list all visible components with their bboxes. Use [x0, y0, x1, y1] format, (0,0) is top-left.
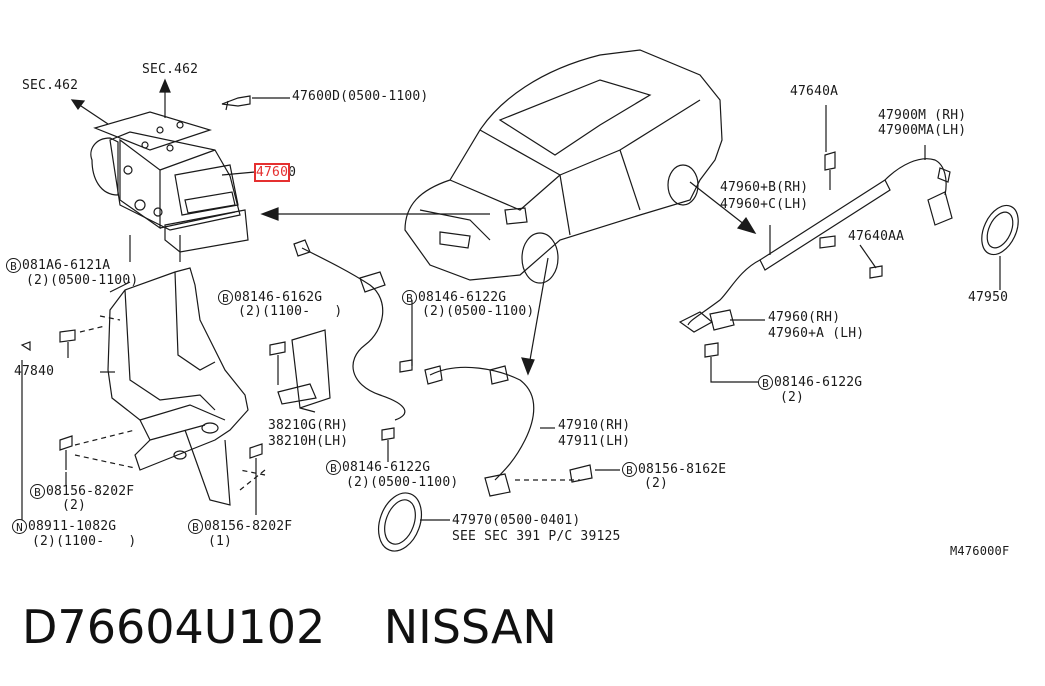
nut-08911-qty: (2)(1100- ) [32, 534, 137, 549]
b-marker-icon: B [758, 375, 773, 390]
part-38210g-label: 38210G(RH) [268, 418, 349, 433]
b-marker-icon: B [622, 462, 637, 477]
bolt-081a6-qty: (2)(0500-1100) [26, 273, 139, 288]
bolt-08146-6122g-b-code: 08146-6122G [342, 460, 431, 475]
sec462-top-label: SEC.462 [142, 62, 199, 77]
see-sec-label: SEE SEC 391 P/C 39125 [452, 529, 621, 544]
part-47600-highlight[interactable]: 4760 [253, 163, 291, 182]
parts-diagram [20, 49, 1019, 552]
part-47911-label: 47911(LH) [558, 434, 631, 449]
footer-part-info: D76604U102 NISSAN [22, 600, 557, 654]
part-47960-label: 47960(RH) [768, 310, 841, 325]
bolt-08146-6122g-c-code: 08146-6122G [774, 375, 863, 390]
bolt-08146-6122g-c-qty: (2) [780, 390, 805, 405]
n-marker-icon: N [12, 519, 27, 534]
bolt-08146-6122g-a-qty: (2)(0500-1100) [422, 304, 535, 319]
part-47600-label: 47600 [253, 163, 297, 182]
bolt-08146-6122g-a-code: 08146-6122G [418, 290, 507, 305]
rear-sensor-drawing [678, 105, 1019, 383]
tone-ring-drawing [377, 492, 450, 552]
sec462-left-label: SEC.462 [22, 78, 79, 93]
part-47640aa-label: 47640AA [848, 229, 905, 244]
bolt-08156-8162e-qty: (2) [644, 476, 669, 491]
b-marker-icon: B [6, 258, 21, 273]
part-47910-label: 47910(RH) [558, 418, 631, 433]
footer-brand: NISSAN [383, 600, 557, 654]
part-47900m-label: 47900M (RH) [878, 108, 967, 123]
bolt-08156-8202f-b-qty: (1) [208, 534, 233, 549]
diagram-reference: M476000F [950, 544, 1010, 558]
part-38210h-label: 38210H(LH) [268, 434, 349, 449]
part-47960b-label: 47960+B(RH) [720, 180, 809, 195]
bolt-08156-8202f-a-qty: (2) [62, 498, 87, 513]
part-47950-label: 47950 [968, 290, 1009, 305]
b-marker-icon: B [188, 519, 203, 534]
bracket-drawing [20, 235, 266, 520]
b-marker-icon: B [326, 460, 341, 475]
part-47840-label: 47840 [14, 364, 55, 379]
bolt-08146-6162g-qty: (2)(1100- ) [238, 304, 343, 319]
b-marker-icon: B [30, 484, 45, 499]
nut-08911-code: 08911-1082G [28, 519, 117, 534]
b-marker-icon: B [402, 290, 417, 305]
part-47900ma-label: 47900MA(LH) [878, 123, 967, 138]
part-47970-label: 47970(0500-0401) [452, 513, 581, 528]
part-47640a-label: 47640A [790, 84, 839, 99]
footer-part-number: D76604U102 [22, 600, 326, 654]
part-47960c-label: 47960+C(LH) [720, 197, 809, 212]
b-marker-icon: B [218, 290, 233, 305]
bolt-08146-6162g-code: 08146-6162G [234, 290, 323, 305]
abs-actuator-drawing [70, 78, 290, 253]
car-drawing [260, 49, 757, 376]
part-47600-rest: 0 [288, 165, 297, 180]
front-sensor-drawing [293, 239, 620, 497]
bolt-081a6-code: 081A6-6121A [22, 258, 111, 273]
bolt-08146-6122g-b-qty: (2)(0500-1100) [346, 475, 459, 490]
bolt-08156-8162e-code: 08156-8162E [638, 462, 727, 477]
sensor-bracket-drawing [269, 329, 331, 413]
bolt-08156-8202f-a-code: 08156-8202F [46, 484, 135, 499]
part-47600d-label: 47600D(0500-1100) [292, 89, 429, 104]
bolt-08156-8202f-b-code: 08156-8202F [204, 519, 293, 534]
part-47960a-label: 47960+A (LH) [768, 326, 865, 341]
